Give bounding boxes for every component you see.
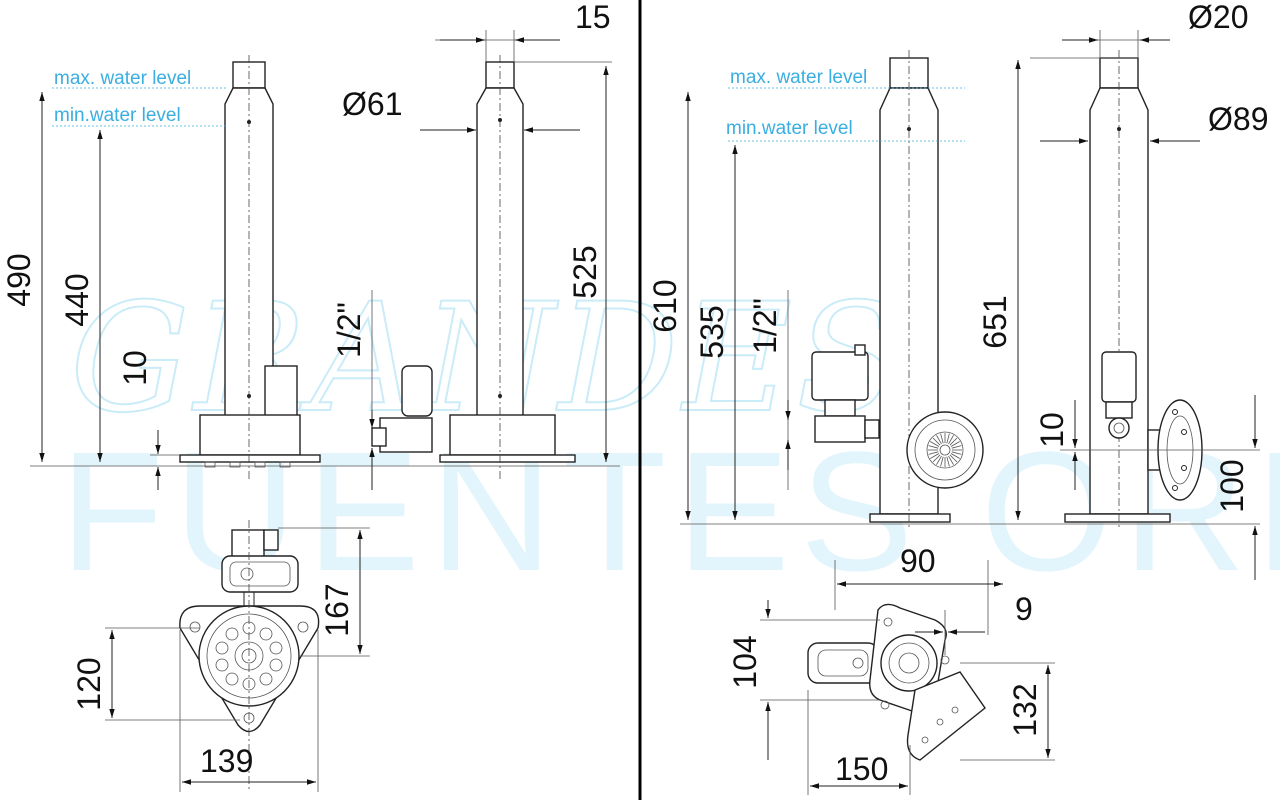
dim-15: 15 bbox=[575, 0, 611, 35]
right-dimension-lines bbox=[680, 30, 1260, 795]
nozzle-ray bbox=[948, 455, 954, 465]
left-dimension-lines bbox=[30, 30, 620, 792]
dim-120: 120 bbox=[71, 657, 107, 710]
nozzle-ray bbox=[936, 435, 942, 445]
dim-half-inch-left: 1/2" bbox=[331, 302, 367, 358]
dim-150: 150 bbox=[835, 751, 888, 787]
nozzle-ray bbox=[940, 433, 944, 444]
dim-490: 490 bbox=[1, 253, 37, 306]
right-side-view bbox=[1064, 50, 1203, 530]
dim-167: 167 bbox=[319, 583, 355, 636]
dim-90: 90 bbox=[900, 543, 936, 579]
nozzle-ray bbox=[940, 456, 944, 467]
dim-132: 132 bbox=[1007, 683, 1043, 736]
left-front-view bbox=[179, 55, 321, 480]
dim-651: 651 bbox=[977, 295, 1013, 348]
nozzle-ray bbox=[932, 437, 941, 446]
nozzle-ray bbox=[932, 454, 941, 463]
dim-10-right: 10 bbox=[1034, 412, 1070, 448]
nozzle-ray bbox=[950, 453, 960, 459]
right-top-view bbox=[807, 603, 986, 761]
dim-100: 100 bbox=[1214, 459, 1250, 512]
nozzle-ray bbox=[950, 441, 960, 447]
left-top-view bbox=[179, 520, 320, 790]
dim-20: Ø20 bbox=[1188, 0, 1248, 35]
nozzle-ray bbox=[928, 451, 939, 455]
nozzle-rays bbox=[928, 433, 962, 467]
dim-440: 440 bbox=[59, 273, 95, 326]
nozzle-ray bbox=[930, 453, 940, 459]
dim-half-inch-right: 1/2" bbox=[747, 298, 783, 354]
dim-525: 525 bbox=[567, 245, 603, 298]
nozzle-ray bbox=[936, 455, 942, 465]
dim-89: Ø89 bbox=[1208, 101, 1268, 137]
right-min-water-label: min.water level bbox=[726, 118, 853, 139]
dim-9: 9 bbox=[1015, 591, 1033, 627]
left-min-water-label: min.water level bbox=[54, 105, 181, 126]
dim-104: 104 bbox=[727, 635, 763, 688]
dim-139: 139 bbox=[200, 743, 253, 779]
dim-10-left: 10 bbox=[117, 350, 153, 386]
dim-610: 610 bbox=[647, 279, 683, 332]
nozzle-ray bbox=[928, 445, 939, 449]
nozzle-ray bbox=[946, 433, 950, 444]
nozzle-ray bbox=[951, 445, 962, 449]
dim-535: 535 bbox=[694, 305, 730, 358]
right-front-view bbox=[811, 50, 984, 530]
nozzle-ray bbox=[949, 437, 958, 446]
nozzle-ray bbox=[949, 454, 958, 463]
dim-61: Ø61 bbox=[342, 86, 402, 122]
nozzle-ray bbox=[951, 451, 962, 455]
nozzle-ray bbox=[948, 435, 954, 445]
left-max-water-label: max. water level bbox=[54, 68, 191, 89]
left-side-view bbox=[371, 55, 576, 480]
nozzle-ray bbox=[946, 456, 950, 467]
right-max-water-label: max. water level bbox=[730, 67, 867, 88]
nozzle-ray bbox=[930, 441, 940, 447]
